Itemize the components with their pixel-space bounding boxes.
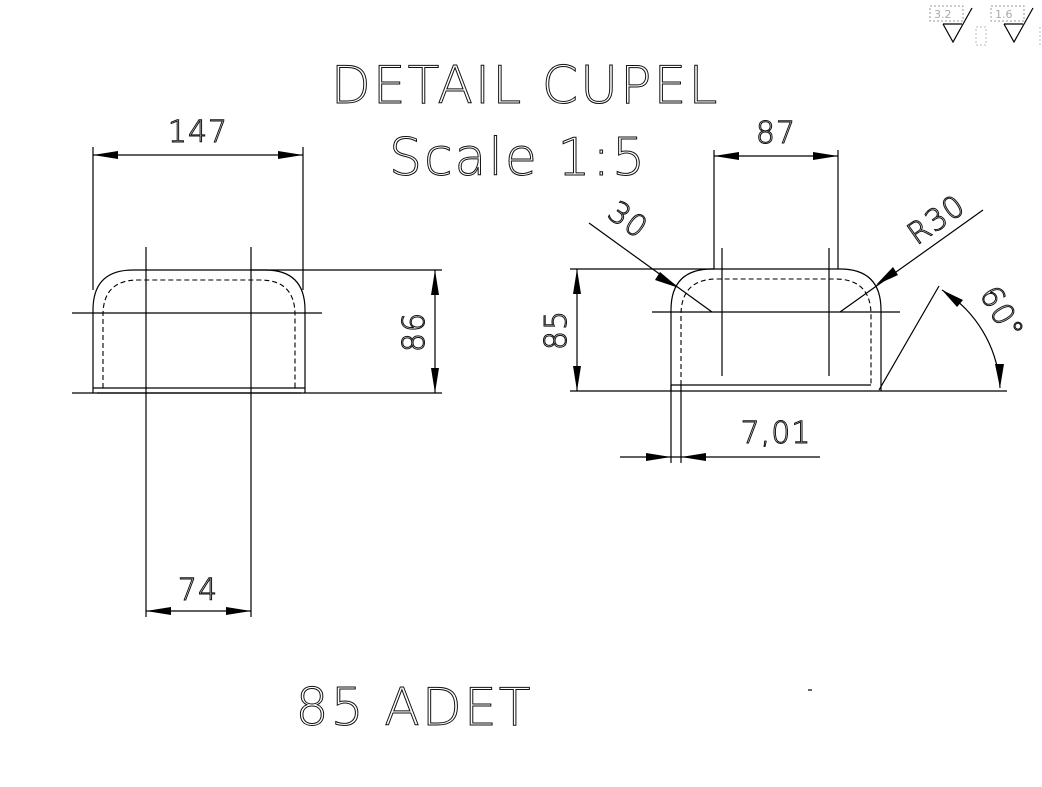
centerlines-vertical — [145, 247, 252, 617]
quantity-label: 85 ADET — [296, 678, 533, 738]
dimension-radius-left: 30 — [601, 194, 654, 246]
surface-symbol-2: 1.6 — [990, 5, 1041, 45]
dimension-width: 147 — [168, 115, 228, 150]
centerline-horizontal — [72, 269, 442, 394]
outer-profile — [92, 269, 306, 393]
dimension-angle: 60° — [972, 280, 1030, 346]
dimension-height: 86 — [397, 312, 432, 352]
left-view: 147 86 74 — [72, 115, 442, 617]
right-view: 87 85 30 R30 60° 7,01 — [539, 116, 1031, 463]
dimension-width: 87 — [756, 116, 796, 151]
dimension-wall-thickness: 7,01 — [741, 416, 812, 451]
surface-symbol-1: 3.2 — [929, 5, 987, 46]
roughness-value: 1.6 — [995, 8, 1013, 21]
roughness-value: 3.2 — [934, 8, 952, 21]
drawing-scale: Scale 1:5 — [389, 128, 647, 188]
dimension-height: 85 — [539, 310, 574, 350]
inner-profile — [102, 279, 296, 388]
inner-profile — [680, 278, 872, 385]
dimension-center-spacing: 74 — [178, 573, 218, 608]
drawing-title: DETAIL CUPEL — [331, 56, 720, 116]
outer-profile — [670, 268, 882, 391]
centerlines-vertical — [721, 248, 830, 376]
